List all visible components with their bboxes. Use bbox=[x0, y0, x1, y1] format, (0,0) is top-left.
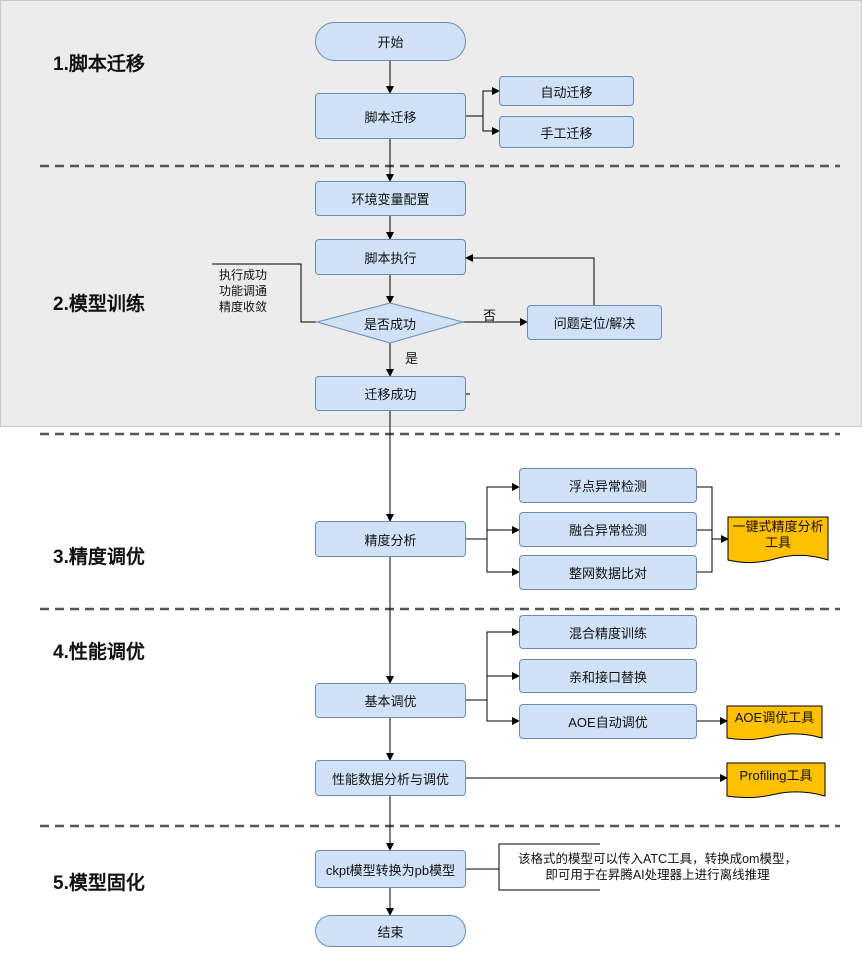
stage-title-performance: 4.性能调优 bbox=[53, 642, 145, 663]
edge-script-split bbox=[466, 87, 500, 117]
perf-analysis-node: 性能数据分析与调优 bbox=[315, 760, 466, 796]
accuracy-tool-shape bbox=[727, 516, 829, 564]
manual-migration-node: 手工迁移 bbox=[499, 116, 634, 148]
end-node: 结束 bbox=[315, 915, 466, 947]
tool-label-line: 一键式精度分析 bbox=[732, 519, 824, 534]
accuracy-tool-label: 一键式精度分析 工具 bbox=[728, 519, 828, 551]
yes-label: 是 bbox=[405, 351, 419, 366]
aoe-tool-label: AOE调优工具 bbox=[734, 710, 815, 725]
ckpt-to-pb-node: ckpt模型转换为pb模型 bbox=[315, 850, 466, 888]
success-criteria-note: 执行成功 功能调通 精度收敛 bbox=[219, 267, 267, 315]
stage-title-migration: 1.脚本迁移 bbox=[53, 54, 145, 75]
criteria-bracket bbox=[212, 263, 316, 323]
problem-locate-node: 问题定位/解决 bbox=[527, 305, 662, 340]
callout-line: 即可用于在昇腾AI处理器上进行离线推理 bbox=[545, 868, 770, 882]
basic-tuning-node: 基本调优 bbox=[315, 683, 466, 718]
profiling-tool-label: Profiling工具 bbox=[739, 768, 813, 783]
edge-basic-fan bbox=[466, 628, 520, 701]
stage-title-freeze: 5.模型固化 bbox=[53, 873, 145, 894]
decision-diamond bbox=[315, 302, 465, 344]
decision-label: 是否成功 bbox=[363, 316, 416, 332]
script-exec-node: 脚本执行 bbox=[315, 239, 466, 275]
profiling-tool-shape bbox=[726, 762, 826, 799]
edge-accuracy-compare bbox=[486, 539, 520, 576]
stage-title-training: 2.模型训练 bbox=[53, 294, 145, 315]
stage-title-accuracy: 3.精度调优 bbox=[53, 547, 145, 568]
pb-callout-note: 该格式的模型可以传入ATC工具，转换成om模型， 即可用于在昇腾AI处理器上进行… bbox=[505, 851, 810, 883]
start-node: 开始 bbox=[315, 22, 466, 61]
affinity-api-node: 亲和接口替换 bbox=[519, 659, 697, 693]
auto-migration-node: 自动迁移 bbox=[499, 76, 634, 106]
aoe-auto-tune-node: AOE自动调优 bbox=[519, 704, 697, 739]
callout-line: 该格式的模型可以传入ATC工具，转换成om模型， bbox=[518, 852, 797, 866]
script-migration-node: 脚本迁移 bbox=[315, 93, 466, 139]
criteria-line: 功能调通 bbox=[219, 284, 268, 298]
edge-basic-aoe bbox=[486, 700, 520, 725]
accuracy-analysis-node: 精度分析 bbox=[315, 521, 466, 557]
fusion-anomaly-node: 融合异常检测 bbox=[519, 512, 697, 547]
float-anomaly-node: 浮点异常检测 bbox=[519, 468, 697, 503]
net-data-compare-node: 整网数据比对 bbox=[519, 555, 697, 590]
edge-script-manual bbox=[482, 116, 500, 135]
edge-loop-back bbox=[465, 254, 595, 305]
env-config-node: 环境变量配置 bbox=[315, 181, 466, 216]
mixed-precision-node: 混合精度训练 bbox=[519, 615, 697, 649]
aoe-tool-shape bbox=[726, 705, 823, 741]
criteria-line: 精度收敛 bbox=[219, 300, 268, 314]
criteria-line: 执行成功 bbox=[219, 268, 268, 282]
migration-success-node: 迁移成功 bbox=[315, 376, 466, 411]
callout-frame bbox=[498, 843, 600, 891]
edge-accuracy-fan bbox=[466, 483, 520, 540]
no-label: 否 bbox=[483, 308, 497, 323]
tool-label-line: 工具 bbox=[764, 535, 791, 550]
